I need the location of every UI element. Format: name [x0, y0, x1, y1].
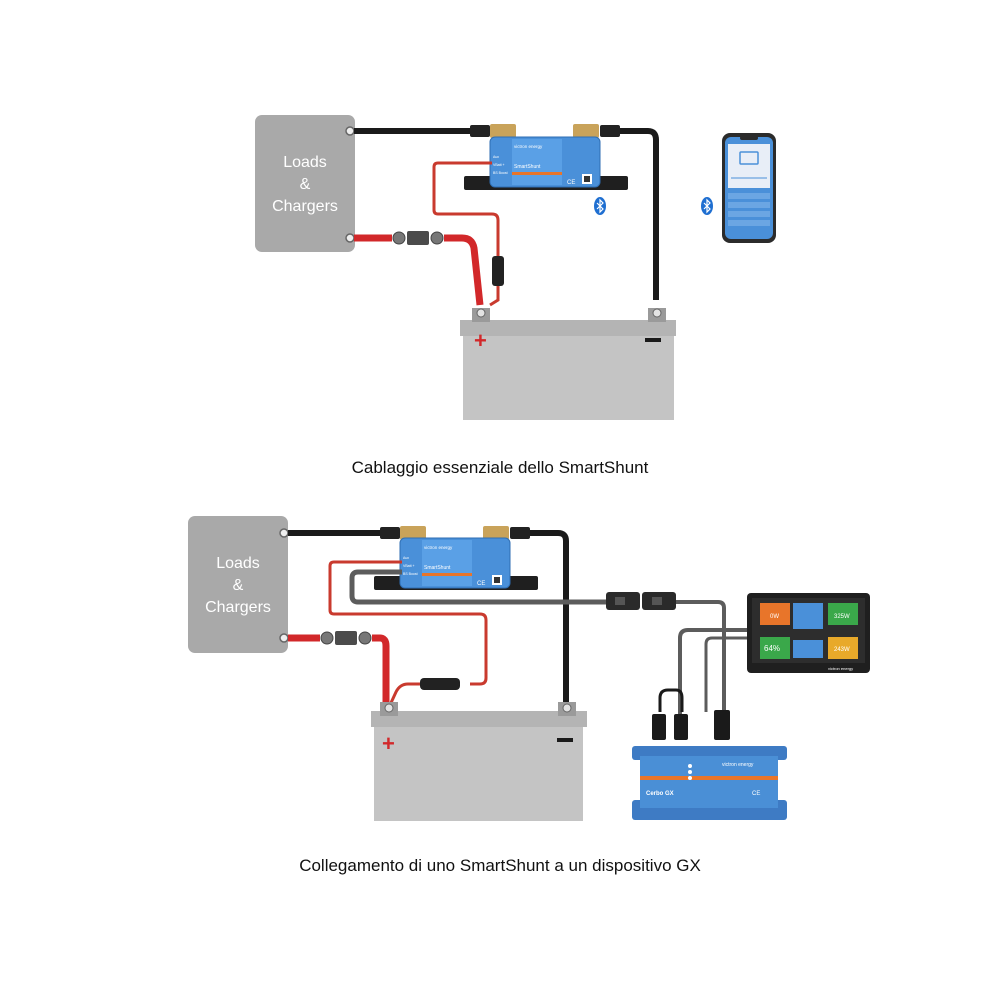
loads-chargers-box	[255, 115, 355, 252]
box-line-3: Chargers	[272, 198, 338, 215]
gx-led	[688, 764, 692, 768]
shunt-label: SmartShunt	[514, 164, 541, 170]
tile-0: 0W	[770, 614, 779, 620]
ce-mark: CE	[477, 581, 485, 587]
shunt-term-2: VBatt +	[403, 564, 415, 568]
shunt-term-3: BS Boost	[403, 572, 418, 576]
tile-1: 325W	[834, 614, 850, 620]
shunt-label-area	[422, 540, 472, 586]
battery	[463, 336, 674, 420]
gx-touch-display: 0W 325W 64% 243W victron energy	[747, 593, 870, 673]
shunt-label-area	[512, 139, 562, 185]
shunt-term-1: Aux	[403, 556, 409, 560]
cable-connector	[392, 231, 406, 245]
tile-2: 64%	[764, 644, 780, 653]
battery-lid	[460, 320, 676, 336]
battery-minus-sign	[645, 338, 661, 342]
battery-plus-sign: +	[382, 731, 395, 756]
fuse-icon	[492, 256, 504, 286]
shunt-term-2: VBatt +	[493, 163, 505, 167]
connector-plug	[714, 710, 730, 740]
terminal-icon	[279, 633, 289, 643]
caption-gx-connection: Collegamento di uno SmartShunt a un disp…	[299, 856, 701, 875]
connector-plug	[652, 714, 666, 740]
diagram-basic-wiring: Loads & Chargers victron energy SmartShu…	[255, 115, 776, 420]
cable-connector	[358, 631, 372, 645]
caption-basic-wiring: Cablaggio essenziale dello SmartShunt	[351, 458, 649, 477]
gx-brand: victron energy	[722, 762, 754, 768]
shunt-terminal	[490, 124, 516, 138]
box-line-3: Chargers	[205, 599, 271, 616]
ce-mark: CE	[567, 180, 575, 186]
cable-lug	[470, 125, 490, 137]
battery-minus-sign	[557, 738, 573, 742]
shunt-brand: victron energy	[424, 545, 453, 550]
terminal-icon	[279, 528, 289, 538]
terminal-icon	[345, 233, 355, 243]
connector-pin	[652, 597, 662, 605]
gx-ce-mark: CE	[752, 791, 760, 797]
negative-cable-battery	[515, 530, 569, 705]
fuse-icon	[407, 231, 429, 245]
connector-pin	[615, 597, 625, 605]
terminal-icon	[384, 703, 394, 713]
vbatt-wire-battery	[388, 682, 420, 706]
usb-cable	[658, 688, 684, 712]
terminal-icon	[345, 126, 355, 136]
vbatt-wire	[432, 161, 500, 307]
negative-cable-battery	[605, 128, 659, 300]
ve-direct-cable-gx	[670, 600, 726, 712]
shunt-term-1: Aux	[493, 155, 499, 159]
shunt-term-3: BS Boost	[493, 171, 508, 175]
bluetooth-icon	[594, 197, 606, 215]
box-line-1: Loads	[283, 154, 327, 171]
shunt-stripe	[422, 573, 472, 576]
positive-cable-battery	[444, 234, 484, 306]
display-cable	[704, 636, 747, 712]
shunt-terminal	[483, 526, 509, 540]
qr-code-inner	[494, 577, 500, 583]
battery-lid	[371, 711, 587, 727]
gx-led	[688, 770, 692, 774]
shunt-terminal	[400, 526, 426, 540]
battery	[374, 727, 583, 821]
cable-lug	[380, 527, 400, 539]
positive-cable-battery	[372, 634, 390, 706]
display-cable	[678, 628, 747, 718]
qr-code-inner	[584, 176, 590, 182]
shunt-stripe	[512, 172, 562, 175]
gx-led	[688, 776, 692, 780]
touch-brand: victron energy	[828, 666, 853, 671]
cable-lug	[510, 527, 530, 539]
cable-connector	[430, 231, 444, 245]
ve-direct-cable	[349, 569, 610, 605]
connector-plug	[674, 714, 688, 740]
shunt-brand: victron energy	[514, 144, 543, 149]
gx-label: Cerbo GX	[646, 791, 674, 797]
box-line-2: &	[300, 176, 311, 193]
diagram-gx-connection: Loads & Chargers victron energy SmartShu…	[188, 516, 870, 821]
shunt-terminal	[573, 124, 599, 138]
shunt-label: SmartShunt	[424, 565, 451, 571]
tile-3: 243W	[834, 647, 850, 653]
battery-plus-sign: +	[474, 328, 487, 353]
bluetooth-icon	[701, 197, 713, 215]
phone-icon	[722, 133, 776, 243]
box-line-2: &	[233, 577, 244, 594]
terminal-icon	[476, 308, 486, 318]
fuse-icon	[420, 678, 460, 690]
loads-chargers-box	[188, 516, 288, 653]
terminal-icon	[562, 703, 572, 713]
cerbo-gx-device: Cerbo GX victron energy CE	[632, 746, 787, 820]
terminal-icon	[652, 308, 662, 318]
cable-lug	[600, 125, 620, 137]
box-line-1: Loads	[216, 555, 260, 572]
fuse-icon	[335, 631, 357, 645]
cable-connector	[320, 631, 334, 645]
vbatt-wire	[328, 560, 488, 686]
